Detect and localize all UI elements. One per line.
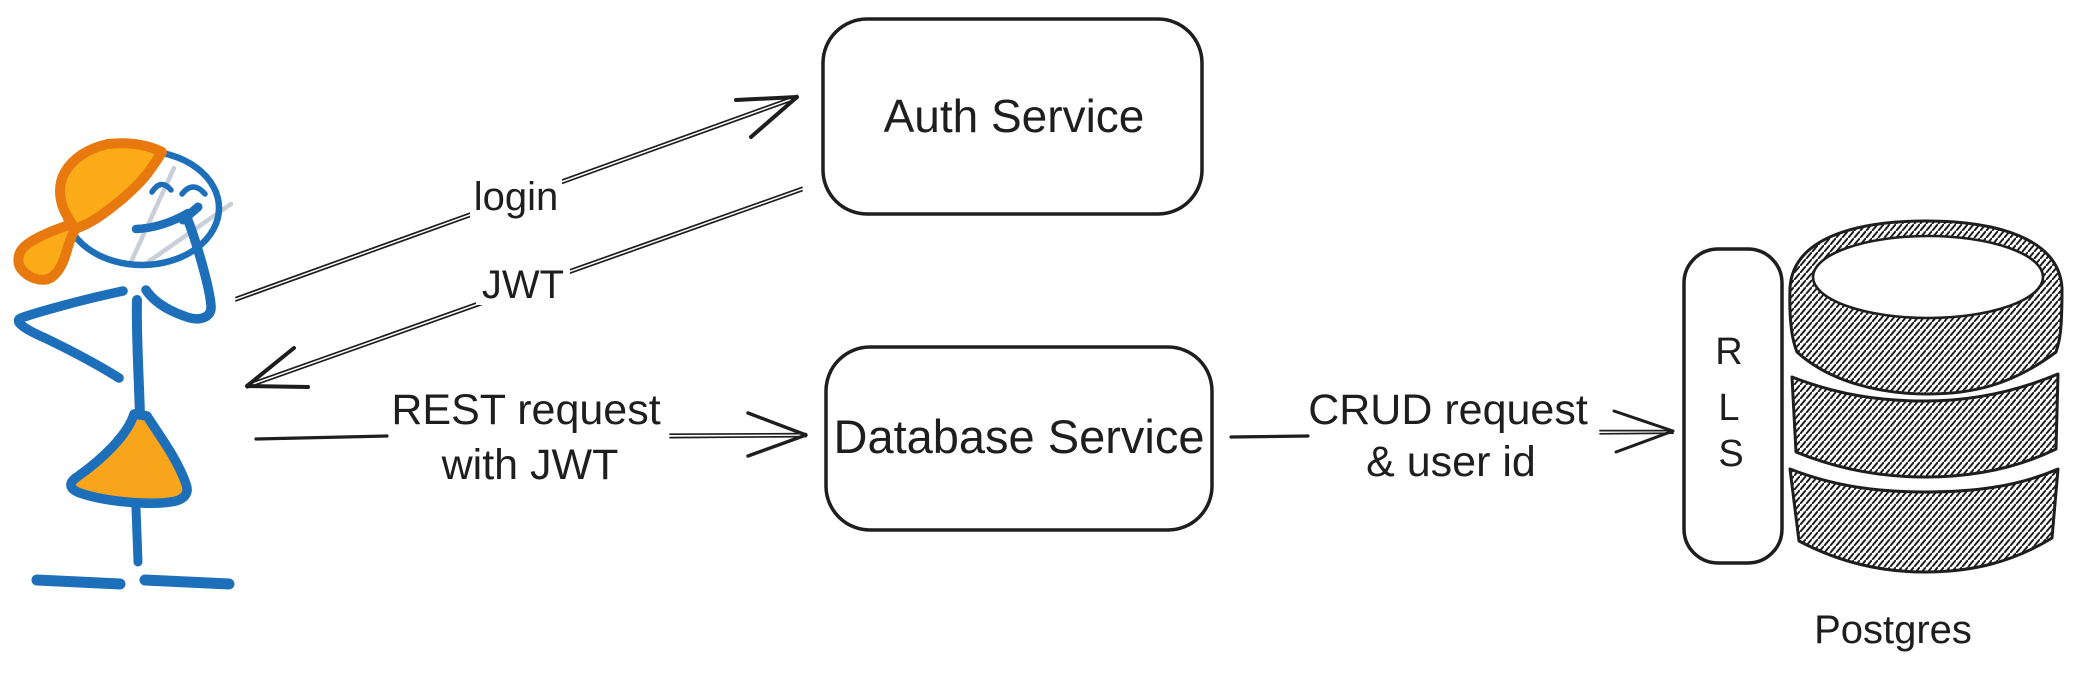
svg-text:REST request: REST request: [391, 386, 660, 434]
svg-text:with JWT: with JWT: [441, 441, 619, 489]
svg-text:JWT: JWT: [482, 263, 564, 307]
svg-text:& user id: & user id: [1366, 438, 1536, 486]
svg-text:Postgres: Postgres: [1814, 608, 1972, 652]
svg-text:Database Service: Database Service: [834, 410, 1205, 463]
svg-text:login: login: [474, 175, 559, 219]
svg-text:R: R: [1715, 331, 1742, 373]
svg-text:S: S: [1718, 433, 1743, 475]
svg-text:Auth Service: Auth Service: [884, 90, 1145, 142]
svg-text:L: L: [1718, 387, 1739, 429]
svg-text:CRUD request: CRUD request: [1308, 386, 1588, 434]
